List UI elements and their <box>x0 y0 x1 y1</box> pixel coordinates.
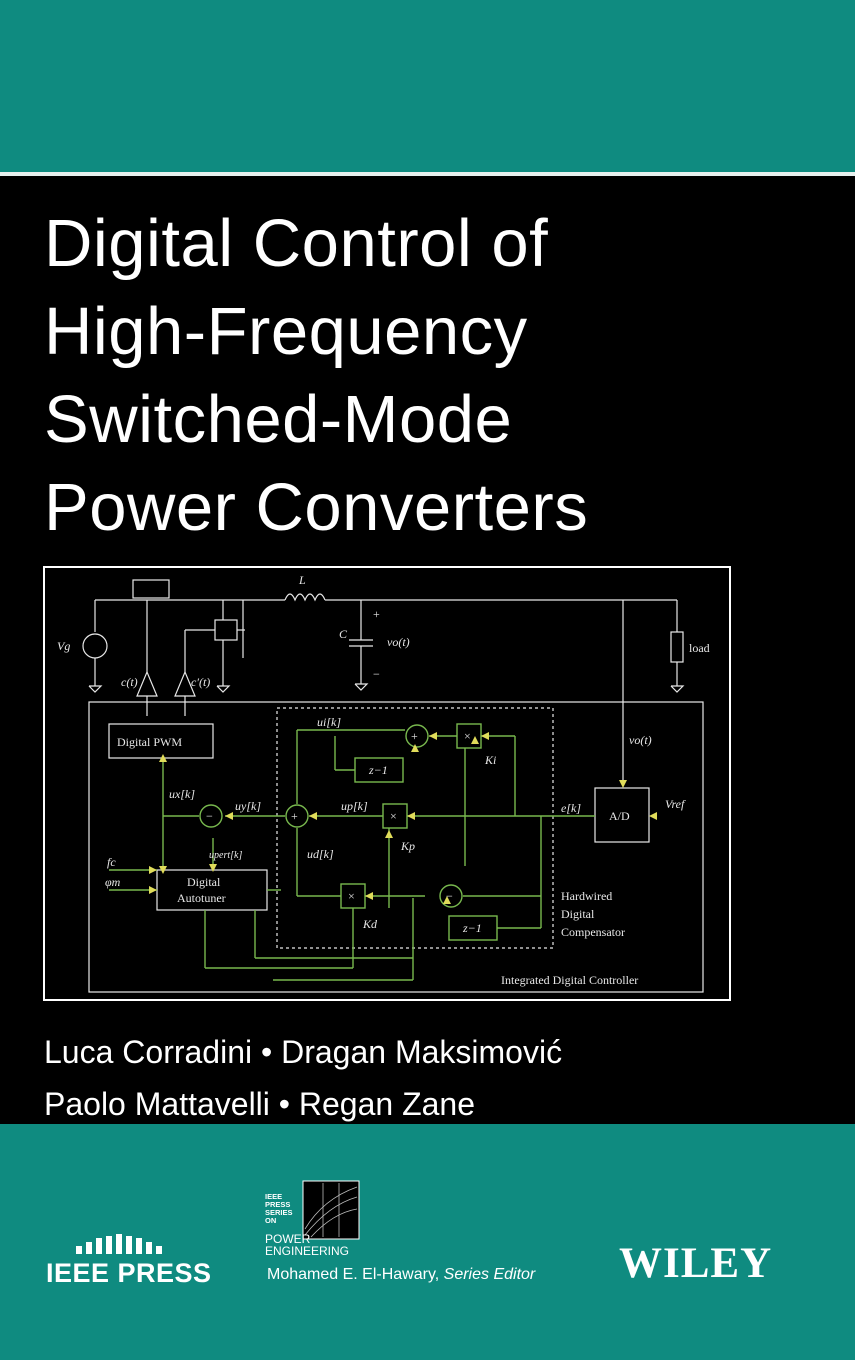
label-hardwired-3: Compensator <box>561 925 625 939</box>
label-c-prime: c′(t) <box>191 675 210 689</box>
label-upert: upert[k] <box>209 850 242 861</box>
ieee-press-label: IEEE PRESS <box>46 1258 212 1288</box>
circuit-diagram-svg: Vg L C vo(t) load c(t) c′(t) + − Digital… <box>57 573 710 993</box>
signal-arrowheads <box>149 732 657 904</box>
label-capacitor: C <box>339 627 348 641</box>
series-logo-line-4: ON <box>265 1216 276 1225</box>
wiley-logo: WILEY <box>619 1240 773 1287</box>
label-cap-minus: − <box>373 667 380 681</box>
authors-line-2: Paolo Mattavelli • Regan Zane <box>44 1086 475 1122</box>
label-hardwired-2: Digital <box>561 907 595 921</box>
title-line-1: Digital Control of <box>44 206 549 281</box>
label-cap-plus: + <box>373 607 380 621</box>
label-vo-feedback: vo(t) <box>629 733 652 747</box>
label-autotuner-1: Digital <box>187 875 221 889</box>
label-ki: Ki <box>484 753 496 767</box>
sum-minus-pwm: − <box>206 809 213 823</box>
label-z-inverse-2: z−1 <box>462 921 482 935</box>
label-ad: A/D <box>609 809 630 823</box>
ieee-press-logo-icon <box>76 1234 162 1254</box>
label-ek: e[k] <box>561 801 581 815</box>
series-logo-line-6: ENGINEERING <box>265 1244 349 1258</box>
label-ud: ud[k] <box>307 847 334 861</box>
top-divider-line <box>0 172 855 176</box>
series-logo-line-2: PRESS <box>265 1200 290 1209</box>
label-vo: vo(t) <box>387 635 410 649</box>
series-logo-line-1: IEEE <box>265 1192 282 1201</box>
series-logo-line-3: SERIES <box>265 1208 293 1217</box>
title-line-3: Switched-Mode <box>44 382 513 457</box>
title-line-2: High-Frequency <box>44 294 528 369</box>
label-hardwired-1: Hardwired <box>561 889 612 903</box>
label-integrated-controller: Integrated Digital Controller <box>501 973 638 987</box>
label-up: up[k] <box>341 799 368 813</box>
label-kd: Kd <box>362 917 378 931</box>
sum-plus-main: + <box>291 809 298 823</box>
label-ux: ux[k] <box>169 787 195 801</box>
authors-line-1: Luca Corradini • Dragan Maksimović <box>44 1034 563 1070</box>
series-editor: Mohamed E. El-Hawary, Series Editor <box>267 1266 535 1284</box>
label-vref: Vref <box>665 797 686 811</box>
label-inductor: L <box>298 573 306 587</box>
label-phim: φm <box>105 875 121 889</box>
label-fc: fc <box>107 855 116 869</box>
authors: Luca Corradini • Dragan Maksimović Paolo… <box>44 1026 562 1130</box>
label-ui: ui[k] <box>317 715 341 729</box>
series-editor-name: Mohamed E. El-Hawary, <box>267 1266 440 1283</box>
book-title: Digital Control of High-Frequency Switch… <box>44 200 824 552</box>
sum-minus-derivative: − <box>446 889 453 903</box>
title-line-4: Power Converters <box>44 470 589 545</box>
label-z-inverse-1: z−1 <box>368 763 388 777</box>
label-load: load <box>689 641 710 655</box>
bottom-color-band <box>0 1124 855 1360</box>
series-editor-role: Series Editor <box>443 1266 536 1283</box>
label-digital-pwm: Digital PWM <box>117 735 182 749</box>
label-uy: uy[k] <box>235 799 261 813</box>
ieee-series-logo-icon: IEEE PRESS SERIES ON POWER ENGINEERING <box>265 1180 360 1258</box>
circuit-diagram: Vg L C vo(t) load c(t) c′(t) + − Digital… <box>43 566 731 1001</box>
label-vg: Vg <box>57 639 70 653</box>
top-color-band <box>0 0 855 172</box>
label-autotuner-2: Autotuner <box>177 891 226 905</box>
label-kp: Kp <box>400 839 415 853</box>
sum-plus-integrator: + <box>411 729 418 743</box>
series-logo-line-5: POWER <box>265 1232 311 1246</box>
label-c: c(t) <box>121 675 138 689</box>
ki-multiplier-symbol: × <box>464 729 471 743</box>
kd-multiplier-symbol: × <box>348 889 355 903</box>
kp-multiplier-symbol: × <box>390 809 397 823</box>
